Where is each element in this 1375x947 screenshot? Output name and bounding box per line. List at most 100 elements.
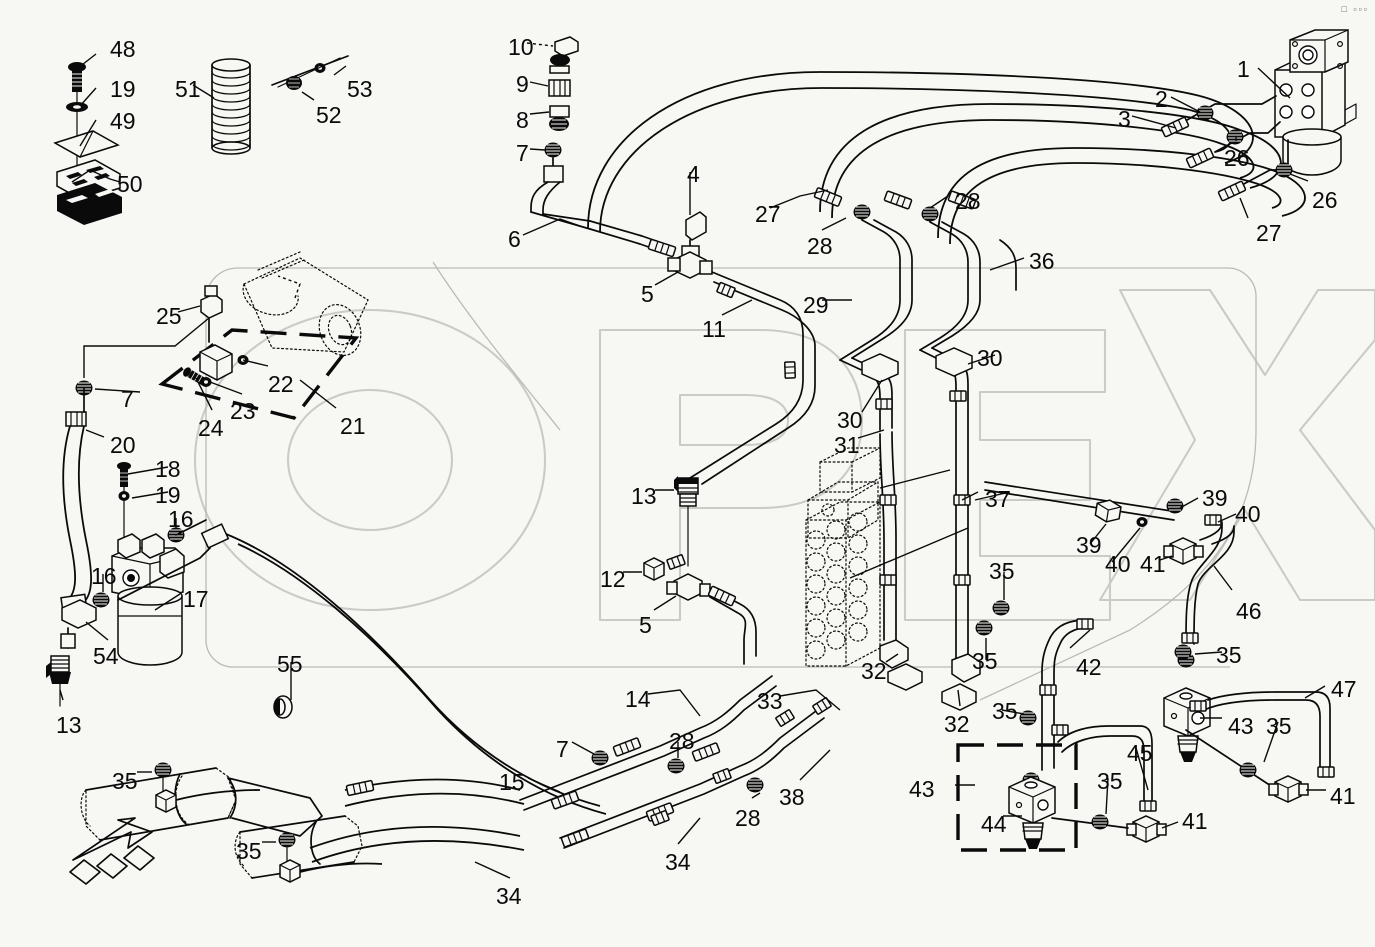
callout-19: 19 <box>110 76 136 102</box>
callout-8: 8 <box>516 107 529 133</box>
callout-39: 39 <box>1076 532 1102 558</box>
callout-46: 46 <box>1236 598 1262 624</box>
callout-47: 47 <box>1331 676 1357 702</box>
callout-40: 40 <box>1235 501 1261 527</box>
callout-32: 32 <box>861 658 887 684</box>
callout-28: 28 <box>735 805 761 831</box>
callout-21: 21 <box>340 413 366 439</box>
callout-50: 50 <box>117 171 143 197</box>
callout-44: 44 <box>981 811 1007 837</box>
callout-35: 35 <box>1097 768 1123 794</box>
bracket-bolt-stack-parts-48-50 <box>53 53 122 225</box>
front-direction-arrow <box>69 817 155 885</box>
callout-5: 5 <box>641 281 654 307</box>
lines-29-37 <box>839 347 996 711</box>
machine-body-outline <box>205 261 1257 701</box>
callout-35: 35 <box>1216 642 1242 668</box>
hydraulic-hose-loops <box>587 71 1306 361</box>
callout-28: 28 <box>669 728 695 754</box>
callout-11: 11 <box>702 316 726 342</box>
callout-17: 17 <box>183 586 209 612</box>
callout-13: 13 <box>631 483 657 509</box>
callout-43: 43 <box>1228 713 1254 739</box>
callout-24: 24 <box>198 415 224 441</box>
callout-31: 31 <box>834 432 860 458</box>
clamp-parts-52-53 <box>271 55 349 101</box>
callout-35: 35 <box>972 648 998 674</box>
callout-13: 13 <box>56 712 82 738</box>
callout-41: 41 <box>1140 551 1166 577</box>
callout-9: 9 <box>516 71 529 97</box>
callout-52: 52 <box>316 102 342 128</box>
callout-54: 54 <box>93 643 119 669</box>
callout-33: 33 <box>757 688 783 714</box>
callout-35: 35 <box>989 558 1015 584</box>
callout-45: 45 <box>1127 740 1153 766</box>
bottom-cylinder-outlines <box>69 762 383 885</box>
callout-23: 23 <box>230 398 256 424</box>
callout-55: 55 <box>277 651 303 677</box>
callout-22: 22 <box>268 371 294 397</box>
coil-spring-part-51 <box>192 58 251 155</box>
callout-51: 51 <box>175 76 201 102</box>
callout-38: 38 <box>779 784 805 810</box>
callout-30: 30 <box>837 407 863 433</box>
callout-7: 7 <box>556 736 569 762</box>
callout-27: 27 <box>1256 220 1282 246</box>
callout-30: 30 <box>977 345 1003 371</box>
callout-10: 10 <box>508 34 534 60</box>
callout-43: 43 <box>909 776 935 802</box>
hydraulic-filter-assembly <box>46 380 607 815</box>
callout-6: 6 <box>508 226 521 252</box>
callout-42: 42 <box>1076 654 1102 680</box>
fitting-stack-top <box>526 36 591 230</box>
callout-18: 18 <box>155 456 181 482</box>
callout-3: 3 <box>1118 106 1131 132</box>
callout-16: 16 <box>168 506 194 532</box>
callout-48: 48 <box>110 36 136 62</box>
callout-1: 1 <box>1237 56 1250 82</box>
right-side-tube-network <box>955 481 1335 852</box>
callout-28: 28 <box>807 233 833 259</box>
callout-37: 37 <box>985 486 1011 512</box>
watermark-opex <box>193 288 1375 622</box>
callout-19: 19 <box>155 482 181 508</box>
callout-12: 12 <box>600 566 626 592</box>
callout-39: 39 <box>1202 485 1228 511</box>
callout-20: 20 <box>110 432 136 458</box>
steering-control-valve-unit <box>1257 29 1357 176</box>
callout-29: 29 <box>803 292 829 318</box>
callout-34: 34 <box>496 883 522 909</box>
callout-41: 41 <box>1182 808 1208 834</box>
callout-35: 35 <box>112 768 138 794</box>
bracket-assembly-21-25 <box>83 251 369 420</box>
corner-marks: □ ▫▫▫ <box>1341 4 1369 14</box>
bottom-pipe-run <box>309 675 841 879</box>
callout-36: 36 <box>1029 248 1055 274</box>
callout-34: 34 <box>665 849 691 875</box>
callout-16: 16 <box>91 563 117 589</box>
callout-4: 4 <box>687 161 700 187</box>
callout-15: 15 <box>499 769 525 795</box>
line-4-5-6-11 <box>522 172 1025 485</box>
callout-2: 2 <box>1155 86 1168 112</box>
pressure-switch-13 <box>623 476 757 665</box>
callout-5: 5 <box>639 612 652 638</box>
callout-35: 35 <box>992 698 1018 724</box>
callout-7: 7 <box>121 386 134 412</box>
callout-26: 26 <box>1312 187 1338 213</box>
callout-28: 28 <box>955 188 981 214</box>
callout-40: 40 <box>1105 551 1131 577</box>
callout-7: 7 <box>516 140 529 166</box>
callout-53: 53 <box>347 76 373 102</box>
callout-26: 26 <box>1224 145 1250 171</box>
callout-25: 25 <box>156 303 182 329</box>
control-valve-bank <box>805 447 969 667</box>
callout-27: 27 <box>755 201 781 227</box>
steering-connection-lines <box>1131 95 1309 219</box>
callout-49: 49 <box>110 108 136 134</box>
callout-32: 32 <box>944 711 970 737</box>
callout-14: 14 <box>625 686 651 712</box>
